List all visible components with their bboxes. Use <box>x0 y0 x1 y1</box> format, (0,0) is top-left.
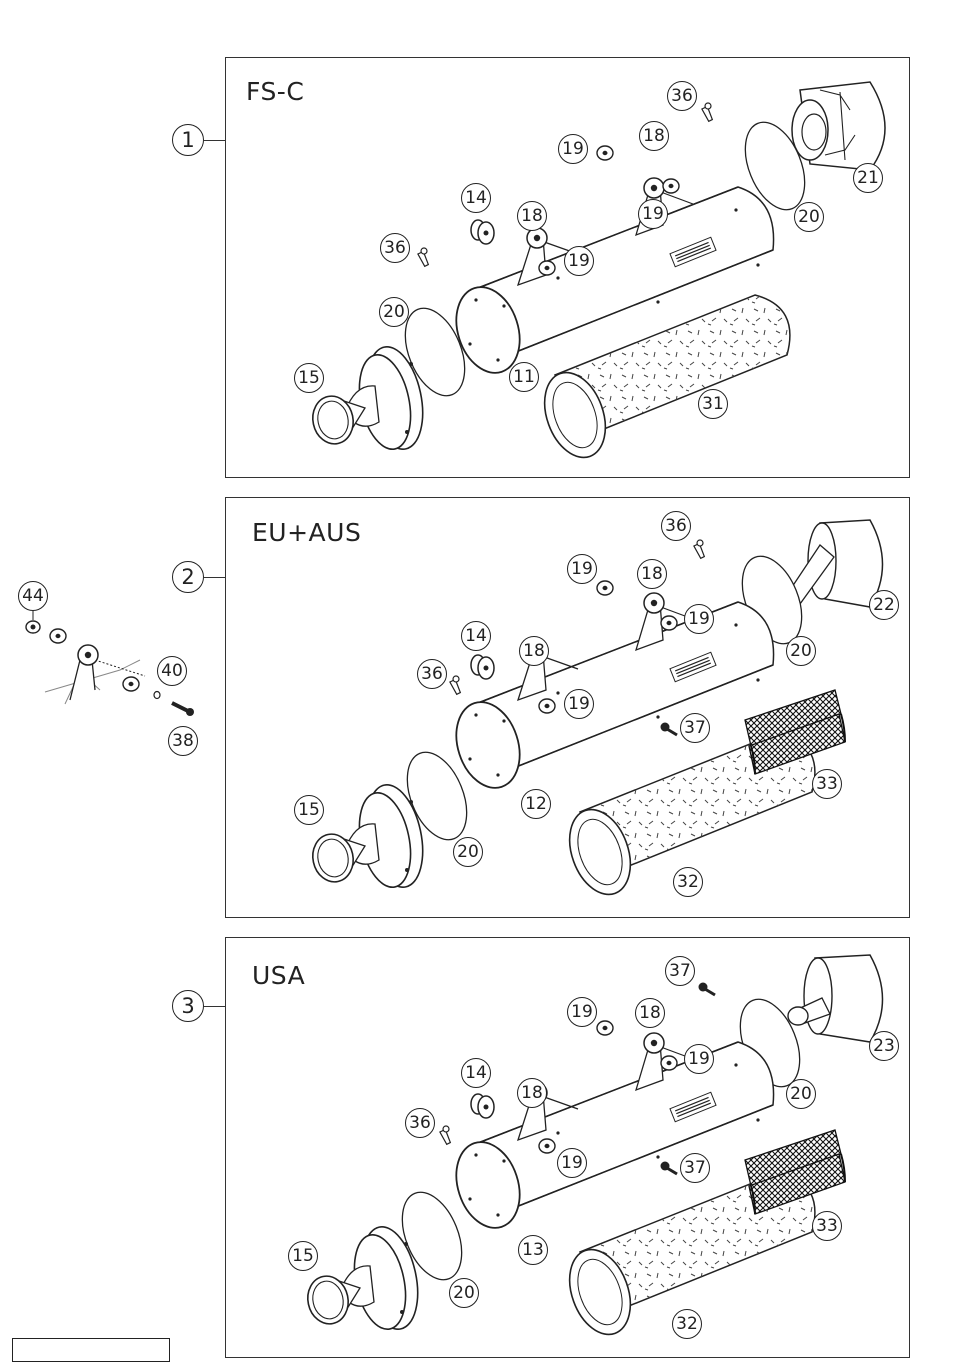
part-number-bubble: 11 <box>509 362 539 392</box>
part-number-bubble: 36 <box>661 511 691 541</box>
group-number-bubble: 3 <box>172 990 204 1022</box>
group-leader-line <box>204 577 226 578</box>
part-number-bubble: 19 <box>564 689 594 719</box>
part-number-bubble: 19 <box>567 554 597 584</box>
part-number-bubble: 19 <box>684 604 714 634</box>
part-number-bubble: 20 <box>379 297 409 327</box>
drawing-code-box <box>12 1338 170 1362</box>
part-number-bubble: 40 <box>157 656 187 686</box>
part-number-bubble: 31 <box>698 389 728 419</box>
part-number-bubble: 19 <box>558 134 588 164</box>
panel-fs-c <box>225 57 910 478</box>
part-number-bubble: 33 <box>812 769 842 799</box>
group-number-bubble: 1 <box>172 124 204 156</box>
part-number-bubble: 18 <box>517 1078 547 1108</box>
part-number-bubble: 19 <box>567 997 597 1027</box>
part-number-bubble: 15 <box>294 363 324 393</box>
part-number-bubble: 37 <box>680 713 710 743</box>
part-number-bubble: 20 <box>786 636 816 666</box>
part-number-bubble: 20 <box>794 202 824 232</box>
part-number-bubble: 14 <box>461 1058 491 1088</box>
part-number-bubble: 14 <box>461 183 491 213</box>
part-number-bubble: 21 <box>853 163 883 193</box>
group-leader-line <box>204 140 226 141</box>
part-number-bubble: 37 <box>680 1153 710 1183</box>
part-number-bubble: 18 <box>635 998 665 1028</box>
part-number-bubble: 36 <box>417 659 447 689</box>
part-number-bubble: 19 <box>684 1044 714 1074</box>
part-number-bubble: 19 <box>638 199 668 229</box>
group-number-bubble: 2 <box>172 561 204 593</box>
part-number-bubble: 18 <box>519 636 549 666</box>
group-leader-line <box>204 1006 226 1007</box>
part-number-bubble: 18 <box>517 201 547 231</box>
part-number-bubble: 44 <box>18 581 48 611</box>
part-number-bubble: 37 <box>665 956 695 986</box>
part-number-bubble: 13 <box>518 1235 548 1265</box>
panel-1-artwork <box>307 81 886 467</box>
part-number-bubble: 22 <box>869 590 899 620</box>
panel-title: FS-C <box>246 77 305 106</box>
part-number-bubble: 15 <box>288 1241 318 1271</box>
part-number-bubble: 20 <box>449 1278 479 1308</box>
part-number-bubble: 15 <box>294 795 324 825</box>
part-number-bubble: 18 <box>639 121 669 151</box>
mounting-detail-artwork <box>25 611 194 716</box>
part-number-bubble: 36 <box>667 81 697 111</box>
part-number-bubble: 20 <box>786 1079 816 1109</box>
panel-2-artwork <box>307 519 884 904</box>
part-number-bubble: 23 <box>869 1031 899 1061</box>
part-number-bubble: 14 <box>461 621 491 651</box>
part-number-bubble: 32 <box>673 867 703 897</box>
panel-title: EU+AUS <box>252 518 362 547</box>
part-number-bubble: 19 <box>564 246 594 276</box>
part-number-bubble: 12 <box>521 789 551 819</box>
part-number-bubble: 32 <box>672 1309 702 1339</box>
panel-title: USA <box>252 961 306 990</box>
part-number-bubble: 18 <box>637 559 667 589</box>
part-number-bubble: 36 <box>405 1108 435 1138</box>
panel-eu-aus <box>225 497 910 918</box>
part-number-bubble: 33 <box>812 1211 842 1241</box>
part-number-bubble: 36 <box>380 233 410 263</box>
part-number-bubble: 19 <box>557 1148 587 1178</box>
part-number-bubble: 38 <box>168 726 198 756</box>
panel-3-artwork <box>302 954 884 1344</box>
part-number-bubble: 20 <box>453 837 483 867</box>
